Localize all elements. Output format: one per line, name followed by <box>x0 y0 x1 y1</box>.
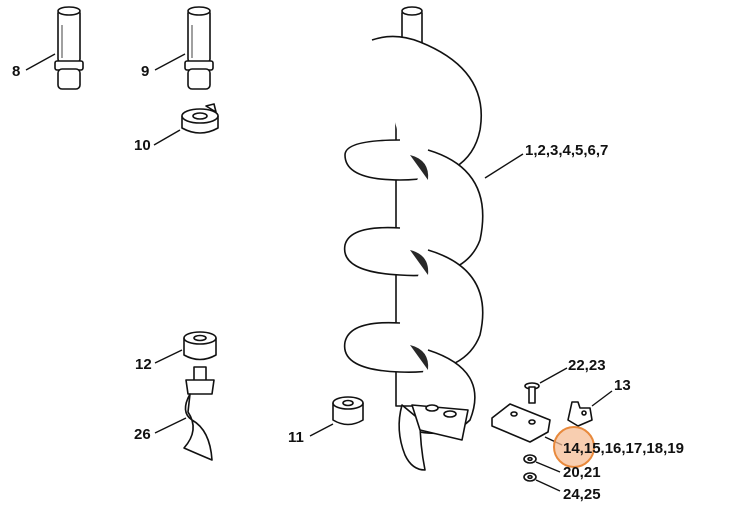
part-26-center-point <box>183 366 215 461</box>
callout-20-21[interactable]: 20,21 <box>563 464 601 481</box>
part-12-nut <box>183 331 217 361</box>
part-11-nut <box>332 396 364 426</box>
part-20-washer <box>523 454 537 464</box>
auger-spiral <box>343 35 484 435</box>
part-13-bracket <box>567 401 593 427</box>
callout-22-23[interactable]: 22,23 <box>568 357 606 374</box>
leader-lines <box>25 53 613 492</box>
part-22-screw <box>524 382 540 404</box>
auger-point <box>398 404 469 471</box>
part-14-blade <box>491 403 551 443</box>
part-24-nut <box>523 472 537 482</box>
part-9-shaft-adapter <box>184 6 214 90</box>
callout-26[interactable]: 26 <box>134 426 151 443</box>
callout-13[interactable]: 13 <box>614 377 631 394</box>
callout-24-25[interactable]: 24,25 <box>563 486 601 503</box>
callout-11[interactable]: 11 <box>288 429 304 446</box>
callout-1-7[interactable]: 1,2,3,4,5,6,7 <box>525 142 609 159</box>
callout-8[interactable]: 8 <box>12 63 21 80</box>
callout-10[interactable]: 10 <box>134 137 151 154</box>
callout-12[interactable]: 12 <box>135 356 152 373</box>
part-10-coupling-ring <box>181 103 219 134</box>
highlight-circle <box>553 426 595 468</box>
callout-14-19[interactable]: 14,15,16,17,18,19 <box>563 440 684 457</box>
part-8-shaft-adapter <box>54 6 84 90</box>
callout-9[interactable]: 9 <box>141 63 150 80</box>
